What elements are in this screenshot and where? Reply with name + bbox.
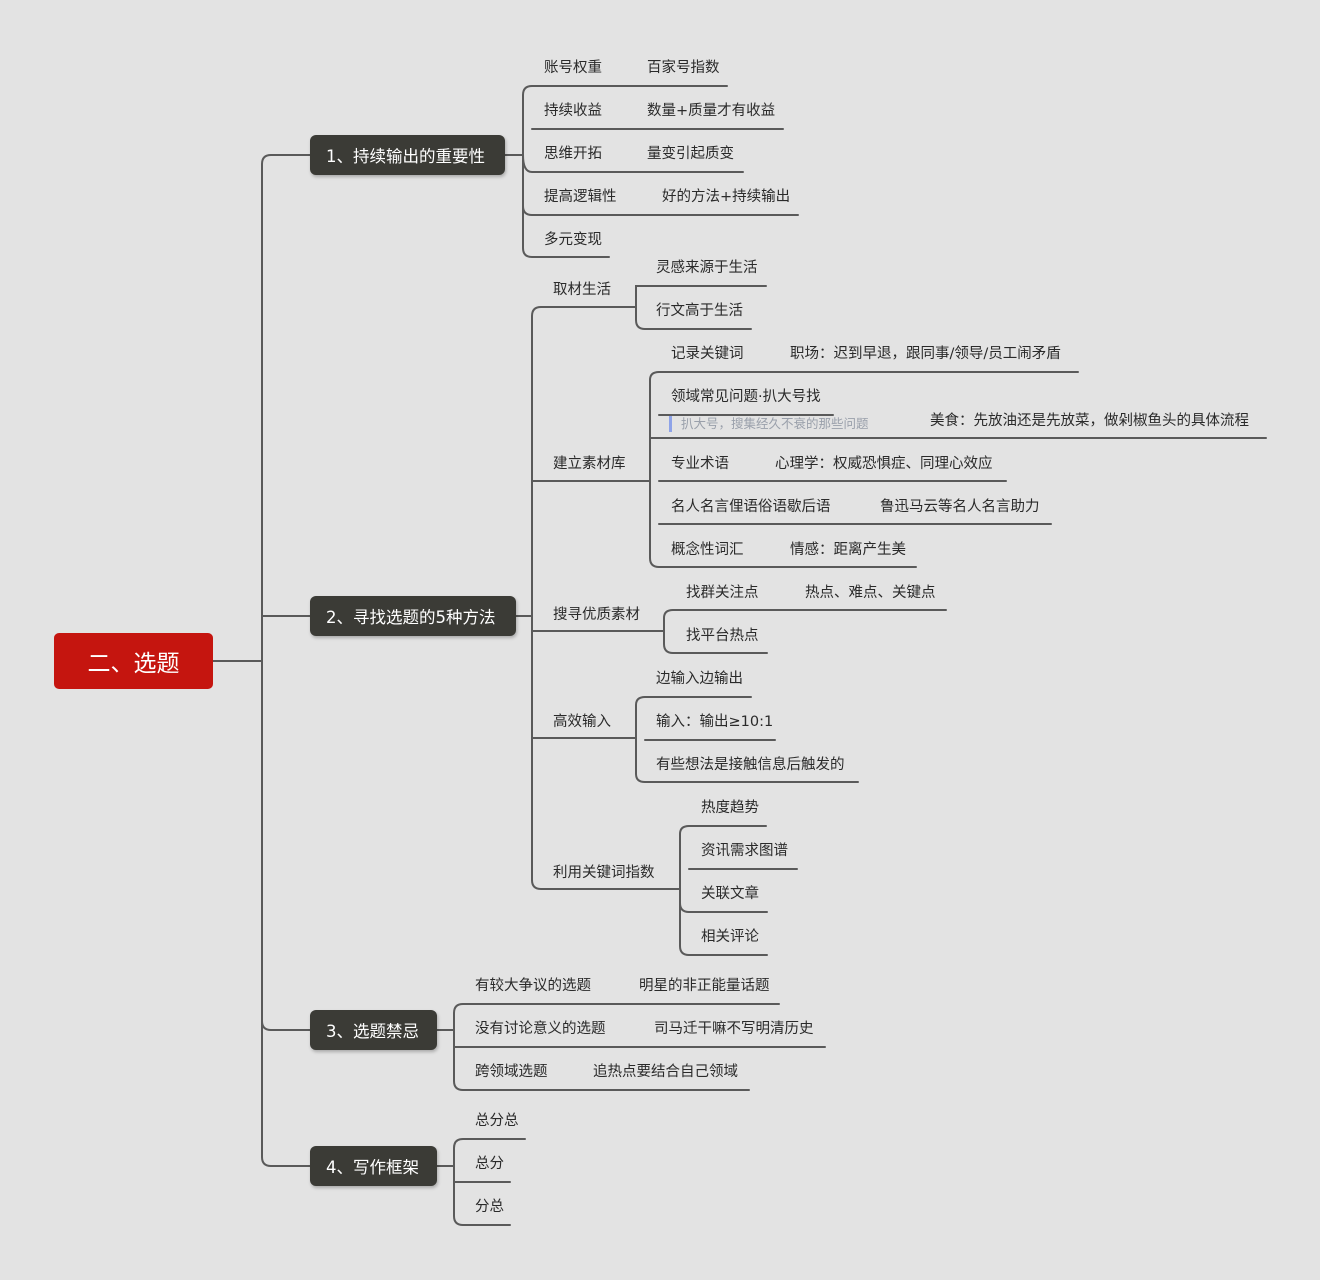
topic-find-topics-methods[interactable]: 2、寻找选题的5种方法 xyxy=(310,596,516,636)
group-material-from-life[interactable]: 取材生活 xyxy=(553,282,611,298)
group-quality-material[interactable]: 搜寻优质素材 xyxy=(553,607,640,623)
taboo-cross-domain[interactable]: 跨领域选题 xyxy=(475,1064,548,1080)
detail-famous-quotes[interactable]: 鲁迅马云等名人名言助力 xyxy=(880,499,1040,515)
taboo-meaningless[interactable]: 没有讨论意义的选题 xyxy=(475,1021,606,1037)
detail-good-method[interactable]: 好的方法+持续输出 xyxy=(662,189,791,205)
framework-sub-total[interactable]: 分总 xyxy=(475,1199,504,1215)
detail-food[interactable]: 美食：先放油还是先放菜，做剁椒鱼头的具体流程 xyxy=(930,413,1249,429)
group-efficient-input[interactable]: 高效输入 xyxy=(553,714,611,730)
item-platform-hotspots[interactable]: 找平台热点 xyxy=(686,628,759,644)
item-input-output[interactable]: 边输入边输出 xyxy=(656,671,743,687)
subtopic-continuous-income[interactable]: 持续收益 xyxy=(544,103,602,119)
item-concept-words[interactable]: 概念性词汇 xyxy=(671,542,744,558)
detail-workplace[interactable]: 职场：迟到早退，跟同事/领导/员工闹矛盾 xyxy=(790,346,1061,362)
group-material-library[interactable]: 建立素材库 xyxy=(553,456,626,472)
item-terminology[interactable]: 专业术语 xyxy=(671,456,729,472)
note-evergreen-questions: 扒大号，搜集经久不衰的那些问题 xyxy=(669,416,869,432)
item-input-ratio[interactable]: 输入：输出≥10:1 xyxy=(656,714,774,730)
framework-total-sub-total[interactable]: 总分总 xyxy=(475,1113,519,1129)
detail-own-domain[interactable]: 追热点要结合自己领域 xyxy=(593,1064,738,1080)
group-keyword-index[interactable]: 利用关键词指数 xyxy=(553,865,655,881)
framework-total-sub[interactable]: 总分 xyxy=(475,1156,504,1172)
item-inspiration-from-life[interactable]: 灵感来源于生活 xyxy=(656,260,758,276)
item-common-questions[interactable]: 领域常见问题·扒大号找 xyxy=(671,389,821,405)
topic-taboos[interactable]: 3、选题禁忌 xyxy=(310,1010,437,1050)
subtopic-thinking-expansion[interactable]: 思维开拓 xyxy=(544,146,602,162)
detail-hot-points[interactable]: 热点、难点、关键点 xyxy=(805,585,936,601)
detail-quantity-quality[interactable]: 数量+质量才有收益 xyxy=(647,103,776,119)
topic-continuous-output[interactable]: 1、持续输出的重要性 xyxy=(310,135,505,175)
detail-emotion[interactable]: 情感：距离产生美 xyxy=(790,542,906,558)
item-demand-map[interactable]: 资讯需求图谱 xyxy=(701,843,788,859)
item-triggered-ideas[interactable]: 有些想法是接触信息后触发的 xyxy=(656,757,845,773)
topic-writing-framework[interactable]: 4、写作框架 xyxy=(310,1146,437,1186)
subtopic-diverse-monetization[interactable]: 多元变现 xyxy=(544,232,602,248)
item-related-comments[interactable]: 相关评论 xyxy=(701,929,759,945)
root-topic[interactable]: 二、选题 xyxy=(54,633,213,689)
item-group-focus[interactable]: 找群关注点 xyxy=(686,585,759,601)
subtopic-account-weight[interactable]: 账号权重 xyxy=(544,60,602,76)
detail-psychology[interactable]: 心理学：权威恐惧症、同理心效应 xyxy=(775,456,993,472)
detail-quantitative-change[interactable]: 量变引起质变 xyxy=(647,146,734,162)
taboo-controversial[interactable]: 有较大争议的选题 xyxy=(475,978,591,994)
item-trend[interactable]: 热度趋势 xyxy=(701,800,759,816)
detail-celebrity-negative[interactable]: 明星的非正能量话题 xyxy=(639,978,770,994)
item-writing-above-life[interactable]: 行文高于生活 xyxy=(656,303,743,319)
item-quotes-idioms[interactable]: 名人名言俚语俗语歇后语 xyxy=(671,499,831,515)
detail-baijiahao-index[interactable]: 百家号指数 xyxy=(647,60,720,76)
detail-sima-qian[interactable]: 司马迁干嘛不写明清历史 xyxy=(654,1021,814,1037)
subtopic-improve-logic[interactable]: 提高逻辑性 xyxy=(544,189,617,205)
item-related-articles[interactable]: 关联文章 xyxy=(701,886,759,902)
item-record-keywords[interactable]: 记录关键词 xyxy=(671,346,744,362)
